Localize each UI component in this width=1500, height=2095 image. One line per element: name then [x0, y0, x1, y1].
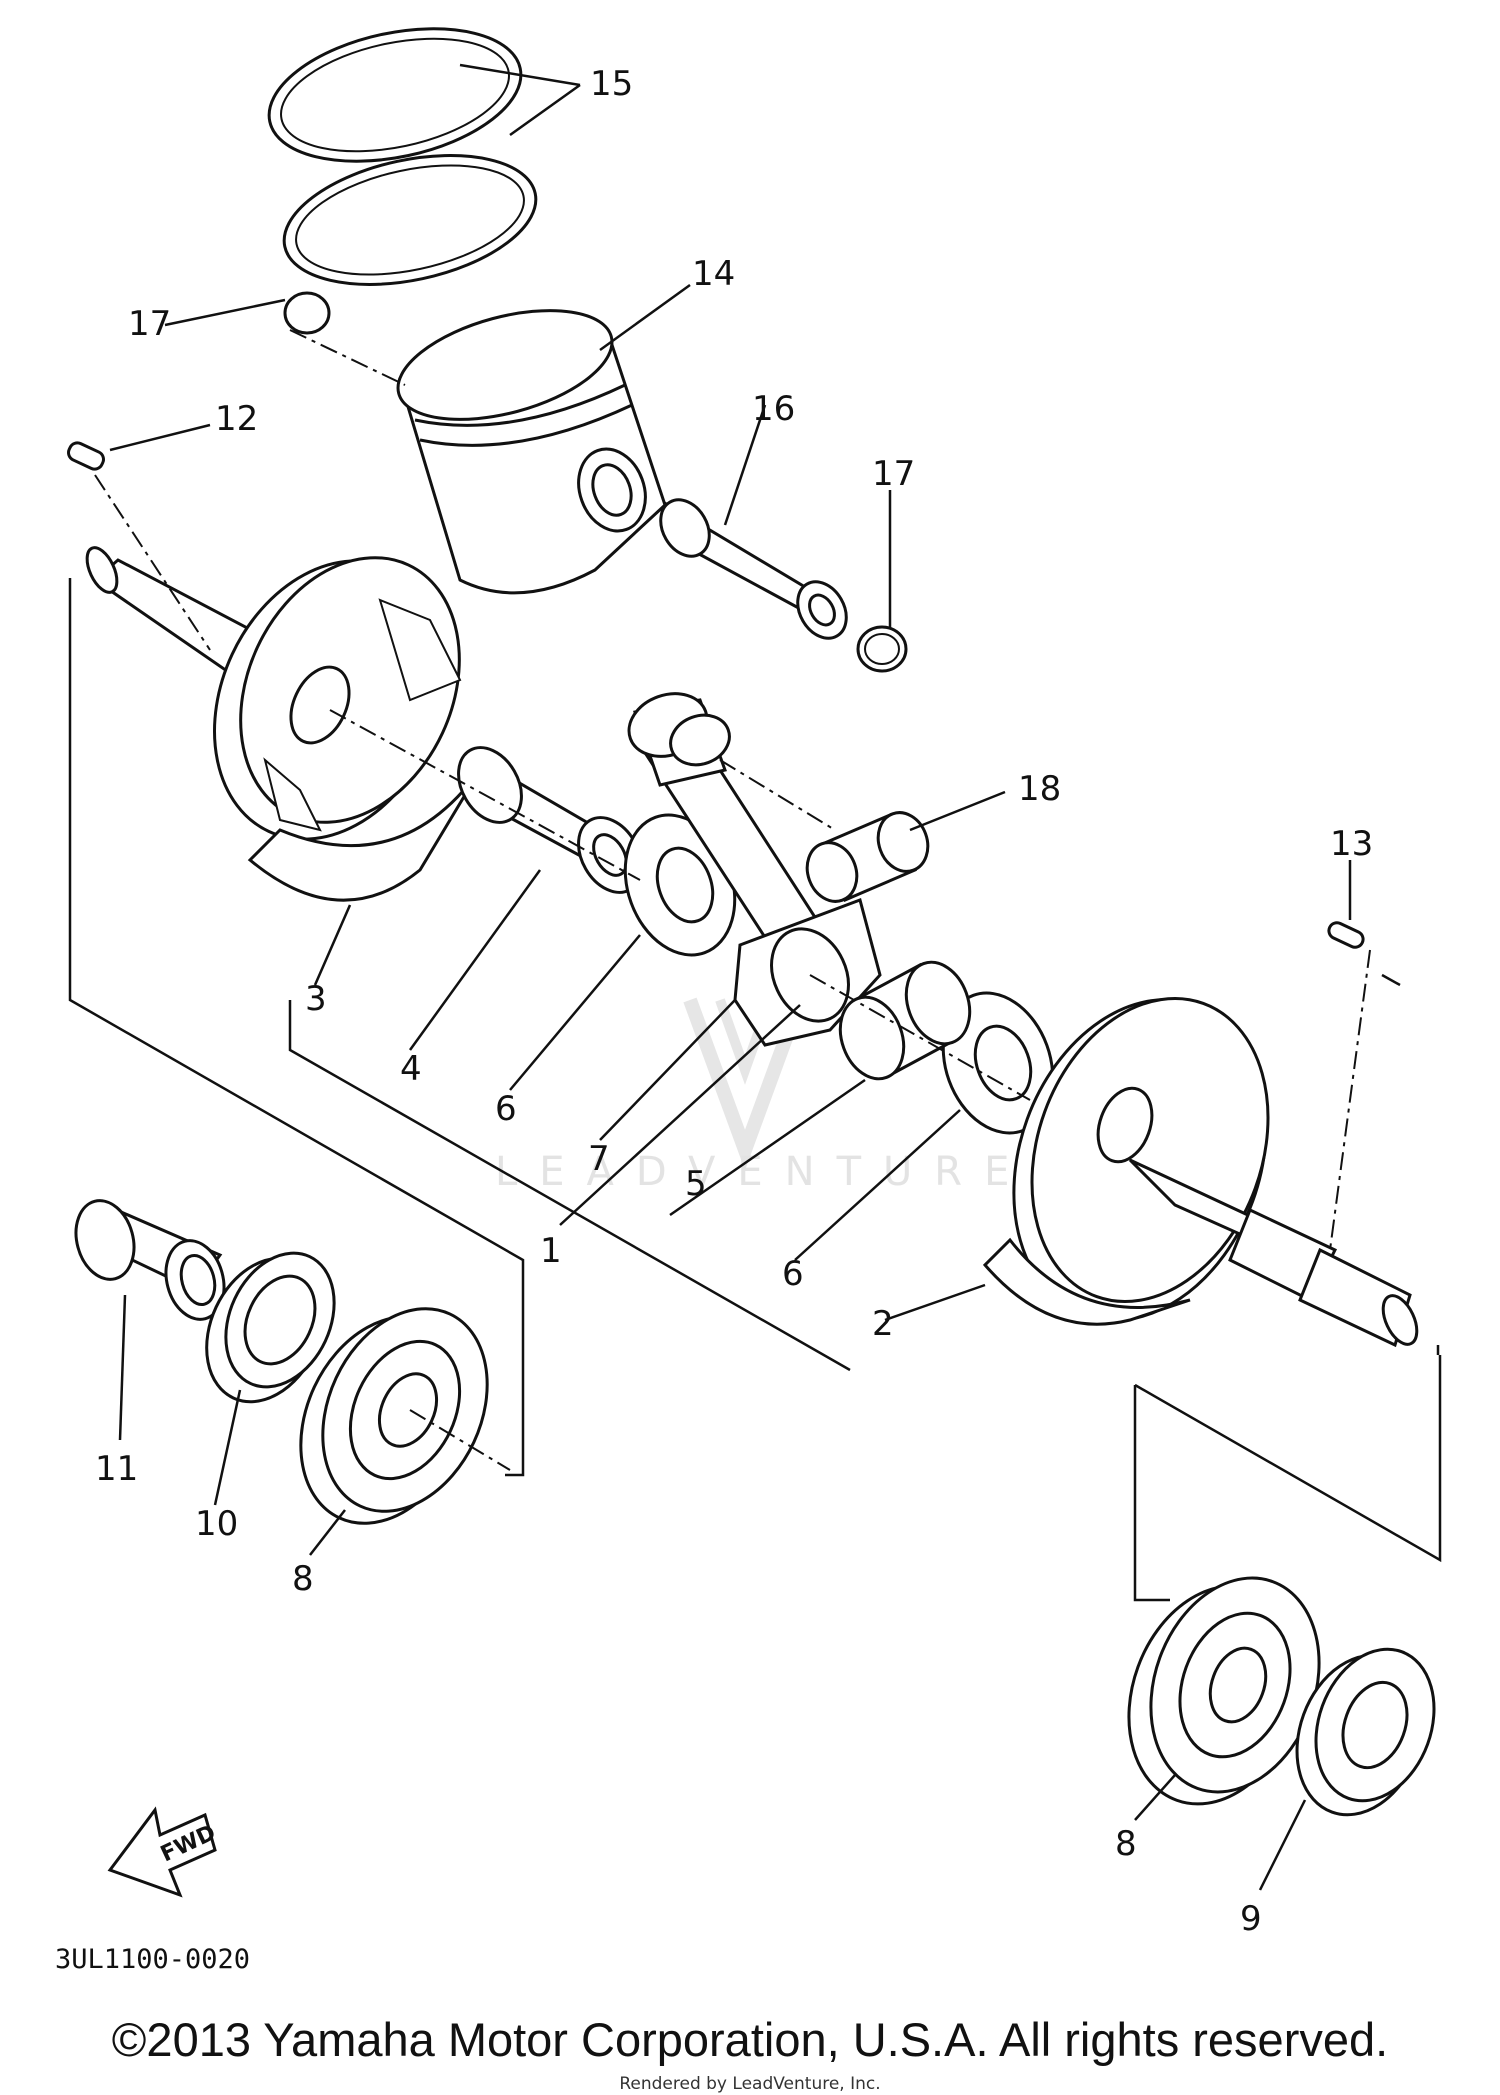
- callout-8-right: 8: [1115, 1824, 1137, 1864]
- bearing-8-left: [299, 1307, 489, 1525]
- callout-16: 16: [752, 389, 795, 429]
- callout-13: 13: [1330, 824, 1373, 864]
- callout-9: 9: [1240, 1899, 1262, 1939]
- leader-lines: [109, 63, 1352, 1891]
- crankshaft-right-half: [982, 996, 1419, 1348]
- assembly-brackets: [68, 578, 1442, 1602]
- diagram-code: 3UL1100-0020: [55, 1944, 250, 1975]
- crankshaft-left-half: [85, 546, 482, 902]
- piston: [396, 309, 667, 595]
- callout-5: 5: [685, 1164, 707, 1204]
- callout-6-right: 6: [782, 1254, 804, 1294]
- connecting-rod: [627, 692, 882, 1047]
- copyright-notice: ©2013 Yamaha Motor Corporation, U.S.A. A…: [111, 2013, 1389, 2066]
- callout-4: 4: [400, 1049, 422, 1089]
- watermark-text: LEADVENTURE: [495, 1149, 1031, 1195]
- big-end-bearing: [838, 960, 972, 1081]
- oil-seal-9: [1295, 1647, 1436, 1817]
- callout-labels: 15 17 14 12 16 17 18 13 3 4 6 7 5 1 6 2 …: [95, 64, 1373, 1939]
- rendered-by-notice: Rendered by LeadVenture, Inc.: [619, 2074, 881, 2094]
- circlip-right: [856, 625, 908, 673]
- woodruff-key-left: [67, 441, 105, 471]
- collar-11: [74, 1199, 226, 1321]
- callout-10: 10: [195, 1504, 238, 1544]
- callout-17-left: 17: [128, 304, 171, 344]
- callout-6-left: 6: [495, 1089, 517, 1129]
- callout-12: 12: [215, 399, 258, 439]
- callout-15: 15: [590, 64, 633, 104]
- callout-18: 18: [1018, 769, 1061, 809]
- callout-14: 14: [692, 254, 735, 294]
- oil-seal-10: [205, 1251, 336, 1404]
- piston-pin: [659, 498, 848, 640]
- crank-pin: [457, 746, 643, 894]
- fwd-arrow-icon: FWD: [107, 1806, 220, 1898]
- callout-11: 11: [95, 1449, 138, 1489]
- woodruff-key-right: [1327, 921, 1365, 949]
- callout-2: 2: [872, 1304, 894, 1344]
- callout-8-left: 8: [292, 1559, 314, 1599]
- callout-7: 7: [588, 1139, 610, 1179]
- callout-3: 3: [305, 979, 327, 1019]
- callout-17-right: 17: [872, 454, 915, 494]
- callout-1: 1: [540, 1231, 562, 1271]
- circlip-left: [283, 291, 331, 335]
- bearing-8-right: [1127, 1576, 1321, 1806]
- center-lines: [94, 329, 1371, 1471]
- piston-rings: [267, 27, 538, 286]
